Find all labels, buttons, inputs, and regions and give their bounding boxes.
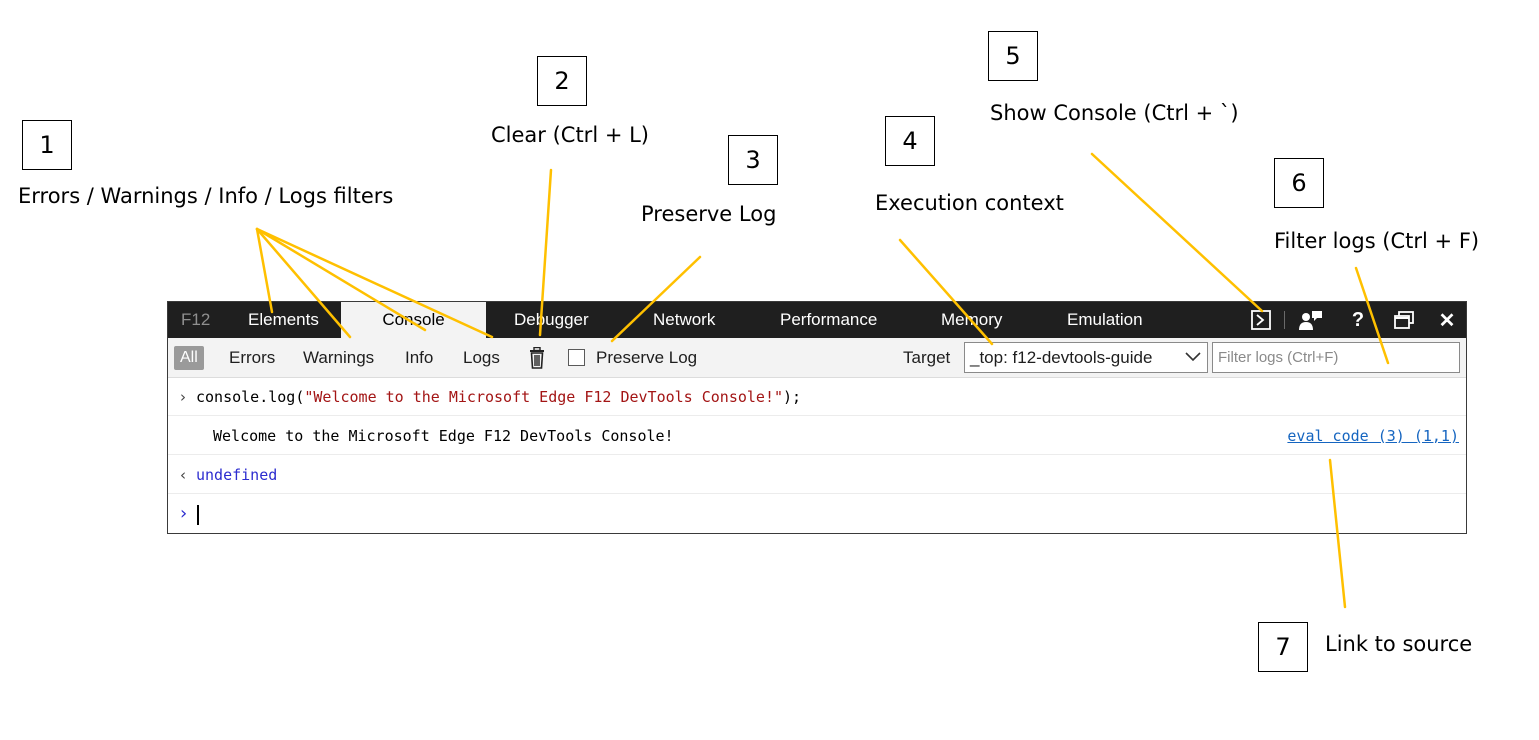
callout-number-1: 1 <box>22 120 72 170</box>
chevron-down-icon <box>1185 352 1201 362</box>
callout-number-6: 6 <box>1274 158 1324 208</box>
help-icon[interactable]: ? <box>1351 308 1365 331</box>
tab-memory[interactable]: Memory <box>941 310 1003 329</box>
leader-line-show-console <box>1090 152 1264 313</box>
console-result-line: ‹ undefined <box>168 456 1466 494</box>
filter-logs-input[interactable] <box>1212 342 1460 373</box>
console-result-value: undefined <box>196 466 278 484</box>
execution-context-select[interactable]: _top: f12-devtools-guide <box>964 342 1208 373</box>
callout-number-2: 2 <box>537 56 587 106</box>
callout-number-3: 3 <box>728 135 778 185</box>
console-command: console.log("Welcome to the Microsoft Ed… <box>196 378 801 416</box>
execution-context-value: _top: f12-devtools-guide <box>970 348 1153 367</box>
preserve-log-label: Preserve Log <box>596 348 698 367</box>
callout-label-preserve-log: Preserve Log <box>641 202 777 226</box>
target-label: Target <box>903 348 951 367</box>
input-chevron-icon: › <box>180 388 186 406</box>
tab-bar: F12 Elements Console Debugger Network Pe… <box>168 302 1466 338</box>
callout-label-show-console: Show Console (Ctrl + `) <box>990 101 1239 125</box>
callout-label-link-to-source: Link to source <box>1325 632 1473 656</box>
callout-label-execution-context: Execution context <box>875 191 1064 215</box>
tab-elements[interactable]: Elements <box>248 310 319 329</box>
text-cursor <box>197 505 199 525</box>
devtools-window: F12 Elements Console Debugger Network Pe… <box>167 301 1467 534</box>
undock-icon[interactable] <box>1393 302 1415 338</box>
feedback-icon[interactable] <box>1296 302 1326 338</box>
console-output-text: Welcome to the Microsoft Edge F12 DevToo… <box>213 427 674 445</box>
filter-info-button[interactable]: Info <box>405 348 434 367</box>
filter-logs-button[interactable]: Logs <box>463 348 500 367</box>
result-chevron-icon: ‹ <box>180 466 186 484</box>
filter-errors-button[interactable]: Errors <box>229 348 276 367</box>
tab-console[interactable]: Console <box>341 302 486 338</box>
console-input-line: › console.log("Welcome to the Microsoft … <box>168 378 1466 416</box>
f12-label: F12 <box>181 310 211 329</box>
prompt-chevron-icon: › <box>180 503 188 524</box>
callout-number-7: 7 <box>1258 622 1308 672</box>
tab-performance[interactable]: Performance <box>780 310 878 329</box>
callout-label-filter-logs: Filter logs (Ctrl + F) <box>1274 229 1480 253</box>
preserve-log-checkbox[interactable] <box>568 349 585 366</box>
console-toolbar: All Errors Warnings Info Logs Preserve L… <box>168 338 1466 378</box>
filter-warnings-button[interactable]: Warnings <box>303 348 375 367</box>
console-output-line: Welcome to the Microsoft Edge F12 DevToo… <box>168 417 1466 455</box>
close-icon[interactable]: ✕ <box>1438 309 1456 332</box>
trash-icon[interactable] <box>528 346 546 369</box>
command-prefix: console.log( <box>196 388 305 406</box>
callout-label-filters: Errors / Warnings / Info / Logs filters <box>18 184 394 208</box>
tab-emulation[interactable]: Emulation <box>1067 310 1143 329</box>
filter-all-button[interactable]: All <box>174 346 204 370</box>
tab-debugger[interactable]: Debugger <box>514 310 589 329</box>
callout-label-clear: Clear (Ctrl + L) <box>491 123 649 147</box>
command-string: "Welcome to the Microsoft Edge F12 DevTo… <box>304 388 784 406</box>
callout-number-5: 5 <box>988 31 1038 81</box>
source-link[interactable]: eval code (3) (1,1) <box>1287 427 1459 445</box>
show-console-icon[interactable] <box>1250 302 1272 338</box>
console-prompt[interactable]: › <box>168 495 1466 533</box>
toolbar-divider <box>1284 311 1285 329</box>
command-suffix: ); <box>783 388 802 406</box>
leader-line-errors <box>255 227 274 314</box>
tab-network[interactable]: Network <box>653 310 716 329</box>
callout-number-4: 4 <box>885 116 935 166</box>
